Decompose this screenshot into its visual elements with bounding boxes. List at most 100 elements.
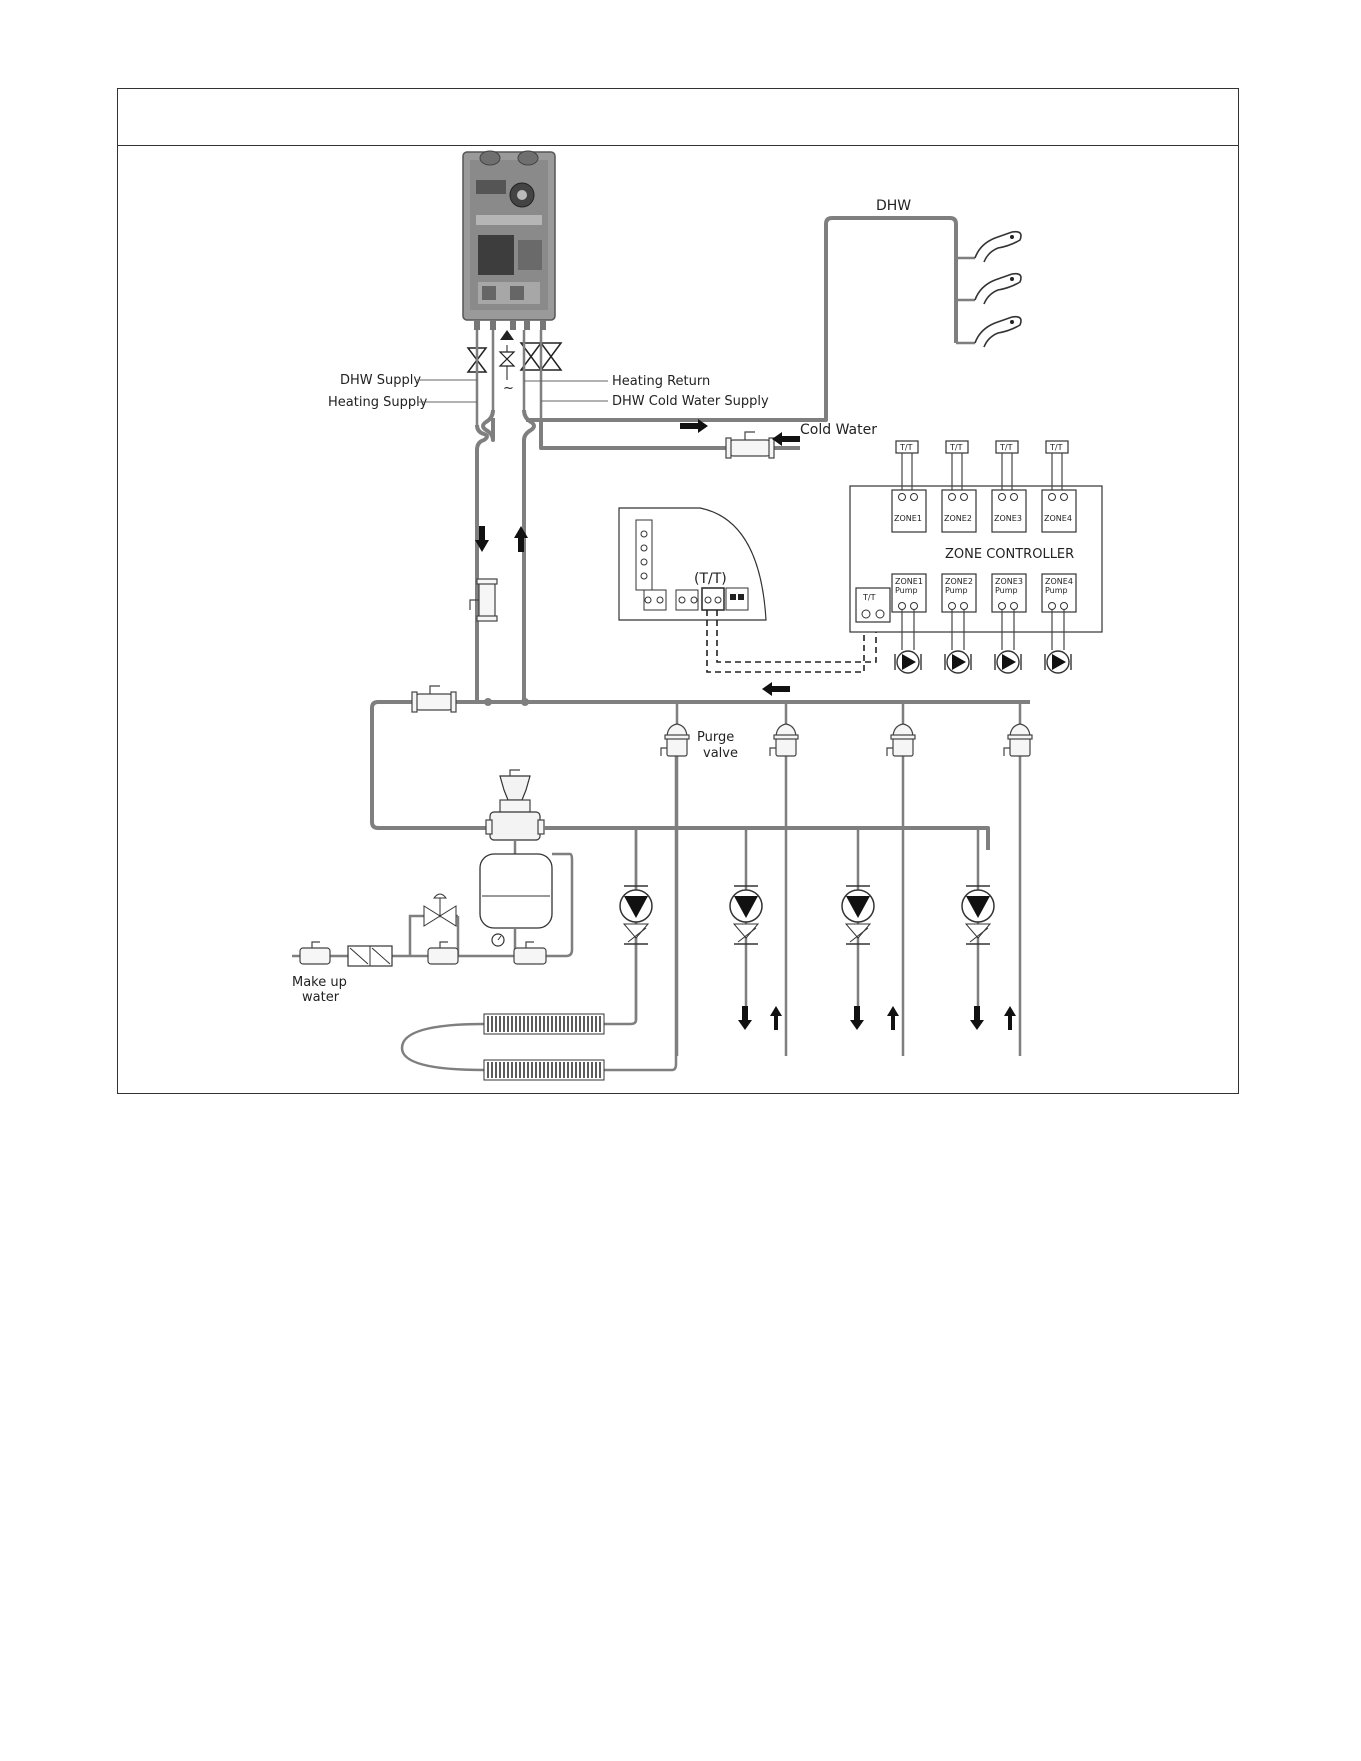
flow-arrow-up (770, 1006, 782, 1030)
shower-heads (975, 232, 1021, 347)
secondary-supply-header (544, 828, 988, 850)
purge-valve-body (667, 738, 687, 756)
zone-pump-label: ZONE1 (895, 577, 923, 586)
radiator-fins (488, 1016, 600, 1078)
purge-valve-flange (891, 735, 915, 739)
pipe-labels: DHW Supply Heating Supply Heating Return… (328, 198, 911, 438)
label-purge-valve-line1: Purge (697, 730, 734, 745)
label-make-up-line2: water (302, 990, 340, 1005)
left-loop-valve (412, 686, 456, 712)
terminal-screw (999, 494, 1006, 501)
purge-valve-handle (661, 748, 667, 756)
zone-pump-icon (962, 886, 994, 944)
thermostat-label: T/T (999, 443, 1013, 452)
flow-arrow-down (850, 1006, 864, 1030)
purge-valve-handle (887, 748, 893, 756)
terminal-screw (961, 603, 968, 610)
controller-tt-label: T/T (862, 593, 876, 602)
zone-input-block (992, 490, 1026, 532)
zone-pump-label: ZONE4 (1045, 577, 1073, 586)
pressure-gauge-icon (492, 934, 504, 946)
tee-junction (484, 698, 492, 706)
label-purge-valve-line2: valve (703, 746, 738, 761)
thermostat-label: T/T (949, 443, 963, 452)
zone-pump-label: ZONE2 (945, 577, 973, 586)
purge-valve-body (893, 738, 913, 756)
purge-valve-flange (1008, 735, 1032, 739)
zone-pump-label: Pump (945, 586, 968, 595)
terminal-screw (1011, 494, 1018, 501)
air-separator (486, 770, 544, 840)
label-make-up-line1: Make up (292, 975, 347, 990)
shower-head-3-icon (975, 317, 1021, 347)
zone-pump-label: Pump (1045, 586, 1068, 595)
terminal-screw (899, 603, 906, 610)
zone-pump-icon (620, 886, 652, 944)
flow-arrow-down (970, 1006, 984, 1030)
boiler-unit (463, 151, 555, 330)
purge-valve (661, 724, 689, 756)
terminal-screw (1049, 603, 1056, 610)
zone-pump-icon (730, 886, 762, 944)
label-dhw: DHW (876, 198, 911, 214)
purge-valve-handle (770, 748, 776, 756)
label-tt-terminal: (T/T) (694, 571, 727, 587)
terminal-screw (899, 494, 906, 501)
purge-valve (770, 724, 798, 756)
zone-input-block (892, 490, 926, 532)
zone-input-block (1042, 490, 1076, 532)
circulator-pump-icon (995, 651, 1021, 673)
label-dhw-supply: DHW Supply (340, 373, 421, 388)
flow-arrow-left (762, 682, 790, 696)
flow-arrow-down (738, 1006, 752, 1030)
thermostat-label: T/T (899, 443, 913, 452)
boiler-isolation-valves: ~ (468, 330, 561, 396)
purge-valve-body (776, 738, 796, 756)
terminal-screw (949, 494, 956, 501)
circulator-pump-icon (895, 651, 921, 673)
boiler-terminal-block (619, 508, 766, 620)
terminal-screw (949, 603, 956, 610)
shower-head-1-icon (975, 232, 1021, 262)
zone-input-block (942, 490, 976, 532)
zone-name-label: ZONE1 (894, 514, 922, 523)
terminal-screw (1061, 494, 1068, 501)
terminal-screw (1061, 603, 1068, 610)
circulator-pump-icon (1045, 651, 1071, 673)
zone-name-label: ZONE2 (944, 514, 972, 523)
shower-head-2-icon (975, 274, 1021, 304)
zone-controller-title: ZONE CONTROLLER (945, 547, 1074, 562)
terminal-screw (911, 494, 918, 501)
cold-water-valve (726, 432, 774, 458)
terminal-screw (961, 494, 968, 501)
label-heating-supply: Heating Supply (328, 395, 428, 410)
tee-junction (521, 698, 529, 706)
zone-name-label: ZONE3 (994, 514, 1022, 523)
purge-valve (1004, 724, 1032, 756)
expansion-tank (480, 854, 552, 928)
circulator-pump-icon (945, 651, 971, 673)
zone-pump-label: Pump (995, 586, 1018, 595)
zone-pump-label: ZONE3 (995, 577, 1023, 586)
zone-risers (620, 702, 1032, 1056)
zone-pump-icon (842, 886, 874, 944)
terminal-screw (911, 603, 918, 610)
terminal-screw (1011, 603, 1018, 610)
purge-valve-body (1010, 738, 1030, 756)
flow-arrow-up (887, 1006, 899, 1030)
purge-valve-handle (1004, 748, 1010, 756)
terminal-screw (999, 603, 1006, 610)
label-heating-return: Heating Return (612, 374, 710, 389)
terminal-screw (1049, 494, 1056, 501)
tilde-symbol: ~ (503, 381, 514, 396)
purge-valve (887, 724, 915, 756)
heating-supply-valve (470, 579, 497, 621)
flow-arrow-up (1004, 1006, 1016, 1030)
label-cold-water: Cold Water (800, 422, 877, 438)
purge-valve-flange (774, 735, 798, 739)
purge-valve-flange (665, 735, 689, 739)
zone-name-label: ZONE4 (1044, 514, 1072, 523)
zone-pump-label: Pump (895, 586, 918, 595)
label-dhw-cold-water-supply: DHW Cold Water Supply (612, 394, 769, 409)
